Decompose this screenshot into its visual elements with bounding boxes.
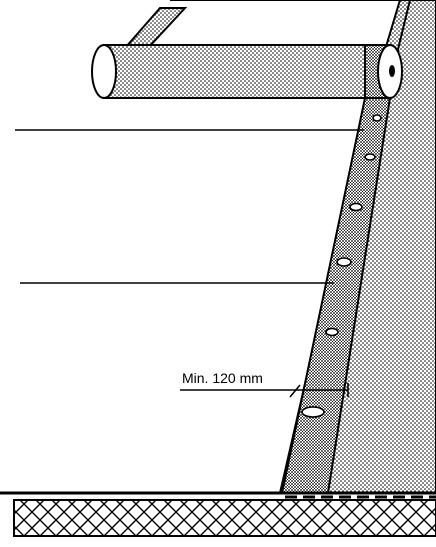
roll-core-icon bbox=[389, 65, 395, 77]
top-strap bbox=[122, 7, 188, 49]
strip-perforations bbox=[301, 114, 382, 418]
sheet-roll bbox=[91, 44, 403, 99]
dimension-label: Min. 120 mm bbox=[182, 370, 263, 386]
ground-crosshatch bbox=[13, 499, 436, 537]
dimension-annotation: Min. 120 mm bbox=[180, 370, 349, 398]
